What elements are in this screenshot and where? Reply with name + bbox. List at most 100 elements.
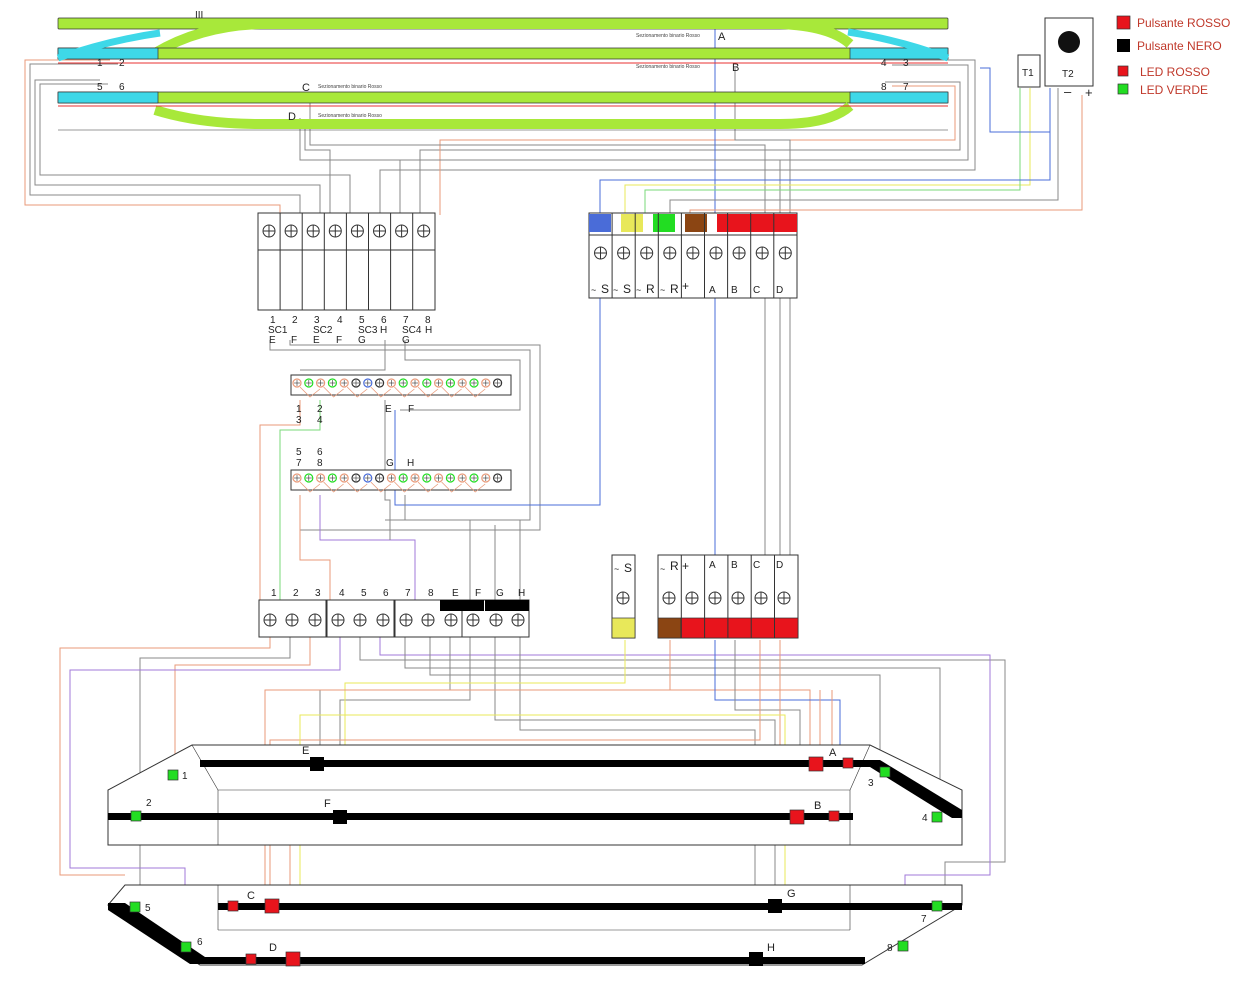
tb-right-color-11 — [749, 214, 765, 232]
button-b-label: B — [814, 800, 821, 812]
switch-num-6: 6 — [119, 82, 125, 93]
button-b[interactable] — [789, 809, 805, 825]
wire-gray-c — [309, 92, 766, 555]
wire-gray-d — [299, 118, 781, 555]
tb-top-num-1: 1 — [270, 315, 276, 326]
tb-top-sc4: SC4 — [402, 325, 422, 336]
relay2-label-7: 7 — [296, 458, 302, 469]
small-block-r-tilde: ~ — [660, 564, 665, 574]
switch-right-1 — [849, 47, 949, 60]
tb-bottom-label-h: H — [518, 588, 525, 599]
tb-right-label-8: R — [670, 282, 679, 296]
led-green-3 — [879, 766, 891, 778]
led-red-c — [227, 900, 239, 912]
relay1Pins-trace — [417, 386, 439, 398]
button-a-label: A — [829, 747, 837, 759]
button-a[interactable] — [808, 756, 824, 772]
tb-right-label-2: S — [601, 282, 609, 296]
relay1-label-1: 1 — [296, 404, 302, 415]
switch-right-2 — [849, 91, 949, 104]
sezionamento-label-b: Sezionamento binario Rosso — [636, 64, 700, 70]
led-green-7 — [931, 900, 943, 912]
led-label-6: 6 — [197, 937, 203, 948]
legend-swatch-pulsante-rosso — [1116, 15, 1131, 30]
led-red-a — [842, 757, 854, 769]
led-label-1: 1 — [182, 771, 188, 782]
button-h-label: H — [767, 942, 775, 954]
section-label-c: C — [302, 82, 310, 94]
button-f-label: F — [324, 798, 331, 810]
triple-mark: III — [195, 10, 203, 21]
led-green-4 — [931, 811, 943, 823]
button-d[interactable] — [285, 951, 301, 967]
tb-right-label-d: D — [776, 285, 783, 296]
button-e[interactable] — [310, 757, 324, 771]
tb-right-label-c: C — [753, 285, 760, 296]
panel-track-b — [108, 813, 853, 820]
tb-right-label-9: + — [682, 279, 689, 293]
switch-curve-right-1 — [847, 28, 950, 62]
tb-bottom-label-2: 2 — [293, 588, 299, 599]
wire-blue-loop — [980, 67, 1050, 133]
button-g[interactable] — [768, 899, 782, 913]
tb-top-letter-8: H — [425, 325, 432, 336]
switch-curve-left-1 — [56, 29, 161, 62]
transformer-t1 — [1017, 54, 1041, 88]
wire-orange-panel — [669, 640, 811, 760]
transformer-minus: – — [1064, 84, 1072, 99]
small-block-r-plus: + — [682, 559, 689, 573]
relay1Pins-trace — [323, 386, 344, 398]
transformer-plus: + — [1085, 85, 1093, 100]
small-block-r-a: A — [709, 560, 716, 571]
tb-right-color-12 — [765, 214, 781, 232]
tb-bottom-label-g: G — [496, 588, 504, 599]
panel-track-diag-upper — [870, 760, 962, 818]
tb-top-letter-1: E — [269, 335, 276, 346]
wire-blue-relay — [394, 240, 601, 506]
tb-bottom-black-e — [440, 600, 462, 611]
relay2-label-5: 5 — [296, 447, 302, 458]
tb-right-label-3: ~ — [613, 285, 618, 295]
relay-board-2: 5 7 6 8 G H — [290, 447, 512, 493]
track-1-curve — [152, 19, 854, 58]
panel-track-c — [218, 903, 962, 910]
tb-bottom-label-4: 4 — [339, 588, 345, 599]
button-h[interactable] — [749, 952, 763, 966]
relay2Pins-trace — [441, 481, 462, 493]
wire-orange-4 — [299, 495, 331, 600]
wire-orange-t2 — [689, 95, 1083, 215]
led-label-4: 4 — [922, 813, 928, 824]
track-1-bottom — [57, 47, 949, 60]
tb-right-label-5: ~ — [636, 285, 641, 295]
switch-num-3: 3 — [903, 58, 909, 69]
wire-gray-3 — [39, 83, 351, 215]
relay1Pins-trace — [464, 386, 486, 398]
button-f[interactable] — [333, 810, 347, 824]
small-block-r-d: D — [776, 560, 783, 571]
button-c-label: C — [247, 890, 255, 902]
tb-top-letter-6: H — [380, 325, 387, 336]
switch-num-7: 7 — [903, 82, 909, 93]
wire-gray-1 — [29, 63, 301, 215]
wire-purple-2 — [69, 635, 341, 945]
wire-gray-12 — [384, 400, 391, 540]
tb-top-sc1: SC1 — [268, 325, 288, 336]
relay-board-1: 1 3 2 4 E F — [290, 374, 512, 426]
wire-gray-13 — [404, 495, 521, 600]
led-green-8 — [897, 940, 909, 952]
small-block-s-yellow — [611, 617, 636, 639]
relay1-label-3: 3 — [296, 415, 302, 426]
button-c[interactable] — [264, 898, 280, 914]
sezionamento-label-a: Sezionamento binario Rosso — [636, 33, 700, 39]
wire-gray-5 — [399, 64, 969, 215]
legend-swatch-led-verde — [1117, 83, 1129, 95]
tb-bottom-black-f — [462, 600, 484, 611]
relay1Pins-trace — [370, 386, 392, 398]
section-label-d: D — [288, 111, 296, 123]
led-label-2: 2 — [146, 798, 152, 809]
wire-yellow-t1 — [624, 88, 1031, 215]
small-block-s-tilde: ~ — [614, 564, 619, 574]
tb-right-label-7: ~ — [660, 285, 665, 295]
button-g-label: G — [787, 888, 796, 900]
led-green-1 — [167, 769, 179, 781]
